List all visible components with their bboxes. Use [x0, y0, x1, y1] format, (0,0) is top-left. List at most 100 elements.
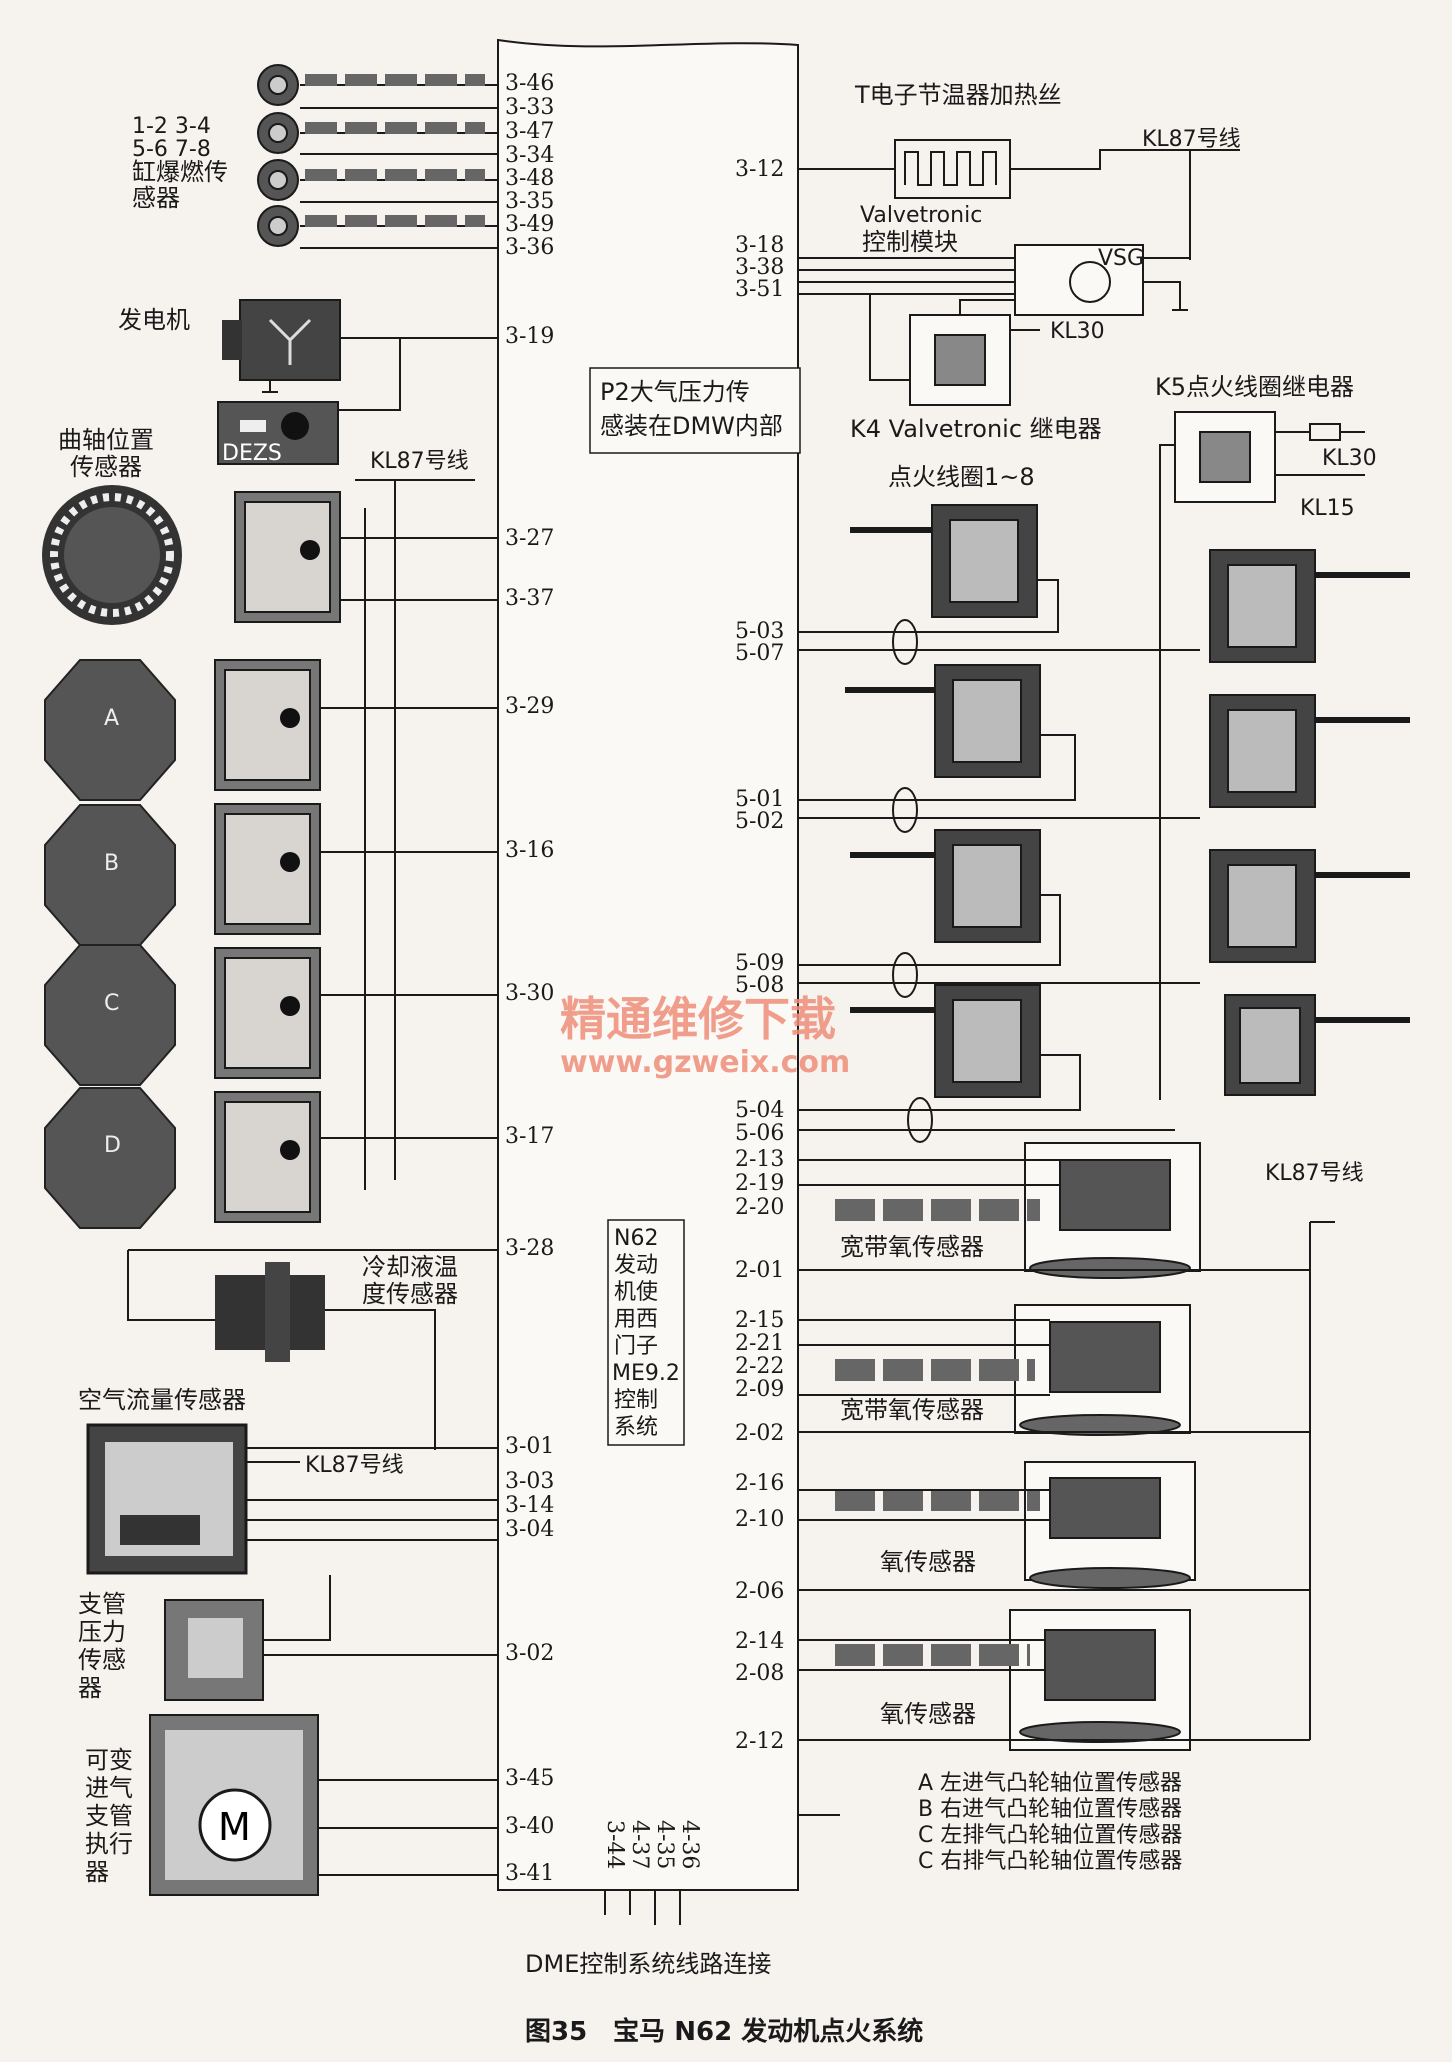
knock-sensor-label-4: 感器	[132, 184, 180, 212]
knock-sensor	[257, 159, 498, 203]
pin-3-36: 3-36	[505, 235, 554, 260]
pin-2-08: 2-08	[735, 1661, 784, 1686]
vsg-module	[798, 244, 1190, 316]
legend: A 左进气凸轮轴位置传感器 B 右进气凸轮轴位置传感器 C 左排气凸轮轴位置传感…	[918, 1771, 1182, 1874]
p2-box	[589, 367, 801, 454]
pin-2-21: 2-21	[735, 1331, 784, 1356]
thermostat-heater	[798, 139, 1240, 260]
map-label-4: 器	[78, 1674, 102, 1702]
crank-sensor-label-2: 传感器	[70, 453, 142, 481]
pin-2-12: 2-12	[735, 1729, 784, 1754]
pin-5-03: 5-03	[735, 619, 784, 644]
map-label-2: 压力	[78, 1618, 126, 1646]
watermark-title: 精通维修下载	[560, 992, 836, 1046]
knock-sensor	[257, 112, 498, 155]
svg-text:M: M	[218, 1805, 251, 1849]
k5-label: K5点火线圈继电器	[1155, 373, 1354, 401]
pin-5-02: 5-02	[735, 809, 784, 834]
pin-2-10: 2-10	[735, 1507, 784, 1532]
pin-3-35: 3-35	[505, 189, 554, 214]
pin-3-02: 3-02	[505, 1641, 554, 1666]
pin-2-19: 2-19	[735, 1171, 784, 1196]
k4-label: K4 Valvetronic 继电器	[850, 415, 1102, 443]
coolant-label-2: 度传感器	[362, 1280, 458, 1308]
pin-3-41: 3-41	[505, 1861, 554, 1886]
k5-relay	[1159, 411, 1365, 1100]
legend-item-a: A 左进气凸轮轴位置传感器	[918, 1771, 1182, 1796]
legend-item-c2: C 右排气凸轮轴位置传感器	[918, 1849, 1182, 1874]
pin-3-34: 3-34	[505, 143, 554, 168]
knock-sensor-label-1: 1-2 3-4	[132, 114, 211, 139]
wideband-o2-label-1: 宽带氧传感器	[840, 1233, 984, 1261]
camshaft-gears	[44, 659, 176, 1229]
ignition-coils	[931, 504, 1316, 1098]
pin-3-19: 3-19	[505, 324, 554, 349]
cam-label-d: D	[104, 1133, 121, 1158]
knock-sensor-label-2: 5-6 7-8	[132, 137, 211, 162]
kl87-maf: KL87号线	[305, 1453, 404, 1478]
ecu-label-5: 门子	[614, 1334, 658, 1359]
dezs-module	[217, 401, 339, 465]
o2-sensors	[1009, 1142, 1201, 1751]
o2-wires	[798, 1159, 1335, 1741]
pin-2-02: 2-02	[735, 1421, 784, 1446]
pin-3-27: 3-27	[505, 526, 554, 551]
k4-relay	[869, 295, 1040, 406]
pin-5-08: 5-08	[735, 973, 784, 998]
pin-2-22: 2-22	[735, 1354, 784, 1379]
hall-sensor-symbols	[280, 540, 320, 1160]
pin-3-37: 3-37	[505, 586, 554, 611]
valvetronic-module-label-2: 控制模块	[862, 228, 958, 256]
ecu-label-box	[607, 1219, 685, 1446]
coil-wires	[798, 579, 1200, 1143]
pin-3-01: 3-01	[505, 1434, 554, 1459]
map-label-3: 传感	[78, 1646, 126, 1674]
bottom-pins: 3-44 4-37 4-35 4-36	[602, 1820, 702, 1869]
generator-label: 发电机	[118, 306, 190, 334]
pin-4-36: 4-36	[677, 1820, 702, 1869]
knock-sensor	[257, 64, 498, 109]
kl15-k5: KL15	[1300, 496, 1355, 521]
pin-5-06: 5-06	[735, 1121, 784, 1146]
coolant-sensor	[127, 1249, 498, 1450]
hall-sensors	[214, 491, 341, 1223]
pin-3-28: 3-28	[505, 1236, 554, 1261]
actuator-label-2: 进气	[85, 1774, 133, 1802]
pin-3-29: 3-29	[505, 694, 554, 719]
pin-2-20: 2-20	[735, 1195, 784, 1220]
pin-2-06: 2-06	[735, 1579, 784, 1604]
pin-3-04: 3-04	[505, 1517, 554, 1542]
left-bus-wires	[320, 479, 498, 1190]
footer-label: DME控制系统线路连接	[525, 1950, 771, 1978]
actuator-label-5: 器	[85, 1858, 109, 1886]
left-pins: 3-46 3-33 3-47 3-34 3-48 3-35 3-49 3-36 …	[505, 71, 554, 1886]
ecu-box	[497, 38, 799, 1891]
maf-sensor	[86, 1423, 498, 1575]
right-top-pins: 3-12 3-18 3-38 3-51	[735, 157, 784, 302]
pin-3-18: 3-18	[735, 233, 784, 258]
pin-2-13: 2-13	[735, 1147, 784, 1172]
ecu-label-4: 用西	[614, 1307, 658, 1332]
ecu-label-7: 控制	[614, 1388, 658, 1413]
legend-item-c: C 左排气凸轮轴位置传感器	[918, 1823, 1182, 1848]
pin-2-09: 2-09	[735, 1377, 784, 1402]
generator	[222, 299, 341, 393]
knock-sensor-group	[257, 64, 498, 249]
pin-3-03: 3-03	[505, 1469, 554, 1494]
ecu-label-3: 机使	[614, 1280, 658, 1305]
pin-3-12: 3-12	[735, 157, 784, 182]
pin-5-07: 5-07	[735, 641, 784, 666]
o2-label-2: 氧传感器	[880, 1700, 976, 1728]
watermark-url: www.gzweix.com	[560, 1045, 850, 1080]
ecu-label-1: N62	[614, 1226, 658, 1251]
kl30-k4: KL30	[1050, 319, 1105, 344]
pin-5-01: 5-01	[735, 787, 784, 812]
p2-label-2: 感装在DMW内部	[600, 412, 783, 440]
right-coil-pins: 5-03 5-07 5-01 5-02 5-09 5-08 5-04 5-06	[735, 619, 784, 1146]
p2-label-1: P2大气压力传	[600, 378, 750, 406]
figure-caption: 图35 宝马 N62 发动机点火系统	[525, 2016, 923, 2047]
intake-actuator: M	[149, 1714, 498, 1896]
pin-2-01: 2-01	[735, 1258, 784, 1283]
legend-item-b: B 右进气凸轮轴位置传感器	[918, 1797, 1182, 1822]
pin-3-16: 3-16	[505, 838, 554, 863]
